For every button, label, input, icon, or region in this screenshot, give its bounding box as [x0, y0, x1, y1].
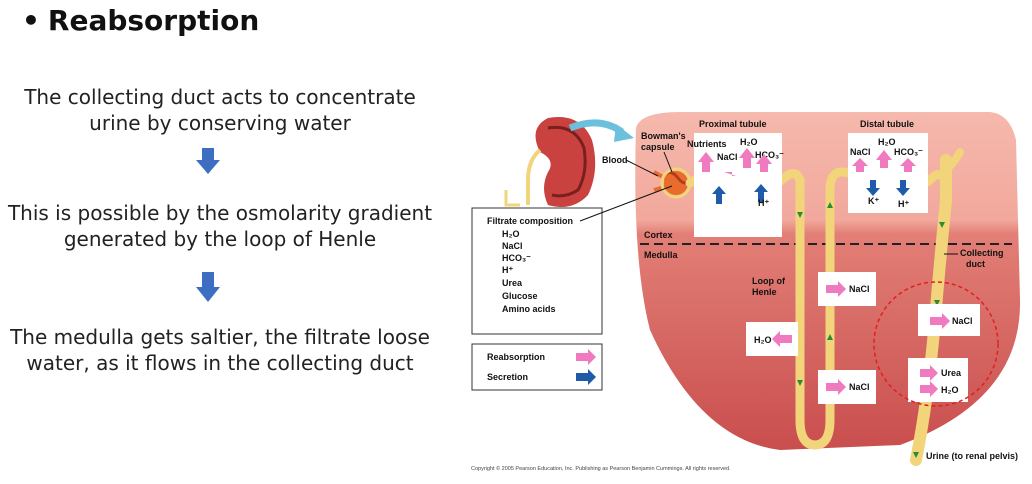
- legend-reabsorption-label: Reabsorption: [487, 352, 545, 362]
- paragraph-1-line-1: The collecting duct acts to concentrate: [24, 85, 416, 109]
- urine-label: Urine (to renal pelvis): [926, 451, 1018, 461]
- proximal-tubule-box: [694, 133, 782, 237]
- blood-pointer-line: [625, 159, 659, 177]
- proximal-nutrients-label: Nutrients: [687, 139, 727, 149]
- legend-box: [471, 343, 603, 391]
- proximal-tubule-label: Proximal tubule: [699, 119, 767, 129]
- filtrate-title: Filtrate composition: [487, 216, 573, 226]
- blood-label: Blood: [602, 155, 628, 165]
- filtrate-item: Amino acids: [502, 304, 556, 314]
- paragraph-3-line-1: The medulla gets saltier, the filtrate l…: [10, 325, 430, 349]
- reabsorption-arrow-icon: [920, 365, 938, 381]
- distal-nacl-label: NaCl: [850, 147, 871, 157]
- medulla-label: Medulla: [644, 250, 678, 260]
- loop-h2o-label: H₂O: [754, 335, 772, 345]
- reabsorption-arrow-icon: [772, 331, 792, 347]
- proximal-h2o-label: H₂O: [740, 137, 758, 147]
- glomerulus-icon: [653, 167, 692, 199]
- reabsorption-arrow-icons: [852, 150, 916, 172]
- reabsorption-arrow-icon: [826, 281, 846, 297]
- paragraph-1-line-2: urine by conserving water: [89, 111, 351, 135]
- bowmans-capsule-label: Bowman's capsule: [641, 131, 688, 152]
- filtrate-item: NaCl: [502, 241, 523, 251]
- proximal-nacl-label: NaCl: [717, 152, 738, 162]
- bowmans-pointer-line: [663, 151, 673, 173]
- down-arrow-icon: [196, 148, 220, 174]
- filtrate-item: Glucose: [502, 291, 538, 301]
- filtrate-composition-box: [471, 207, 603, 335]
- filtrate-item: HCO₃⁻: [502, 253, 531, 263]
- loop-nacl-top-label: NaCl: [849, 284, 870, 294]
- legend-secretion-arrow-icon: [576, 369, 596, 385]
- loop-nacl-bottom-label: NaCl: [849, 382, 870, 392]
- paragraph-3-line-2: water, as it flows in the collecting duc…: [26, 351, 414, 375]
- collecting-duct-label: Collecting duct: [960, 248, 1006, 269]
- duct-branch-path: [942, 148, 964, 174]
- loop-of-henle-label: Loop of Henle: [752, 276, 788, 297]
- duct-nacl-label: NaCl: [952, 316, 973, 326]
- slide-title-text: Reabsorption: [47, 4, 260, 37]
- paragraph-2-line-2: generated by the loop of Henle: [63, 227, 377, 251]
- filtrate-item: H₂O: [502, 229, 520, 239]
- paragraph-1: The collecting duct acts to concentrate …: [0, 84, 450, 136]
- distal-h2o-label: H₂O: [878, 137, 896, 147]
- distal-k-plus-label: K⁺: [868, 196, 879, 206]
- paragraph-3: The medulla gets saltier, the filtrate l…: [0, 324, 450, 376]
- filtrate-item: H⁺: [502, 265, 513, 275]
- filtrate-pointer-line: [579, 185, 673, 222]
- legend-secretion-label: Secretion: [487, 372, 528, 382]
- proximal-hco3-label: HCO₃⁻: [755, 150, 784, 160]
- cortex-label: Cortex: [644, 230, 673, 240]
- down-arrow-icon: [196, 272, 220, 302]
- reabsorption-arrow-icon: [826, 379, 846, 395]
- secretion-arrow-icons: [866, 180, 910, 196]
- distal-h-plus-label: H⁺: [898, 199, 909, 209]
- zoom-arrow-head-icon: [614, 124, 634, 142]
- proximal-h-plus-label: H⁺: [758, 198, 769, 208]
- bullet: •: [22, 4, 40, 37]
- copyright-text: Copyright © 2005 Pearson Education, Inc.…: [471, 465, 731, 472]
- distal-hco3-label: HCO₃⁻: [894, 147, 923, 157]
- reabsorption-arrow-icon: [930, 313, 950, 329]
- kidney-icon: [504, 116, 596, 208]
- legend-reabsorption-arrow-icon: [576, 349, 596, 365]
- distal-tubule-label: Distal tubule: [860, 119, 914, 129]
- paragraph-2: This is possible by the osmolarity gradi…: [0, 200, 450, 252]
- reabsorption-arrow-icons: [698, 148, 772, 176]
- duct-h2o-label: H₂O: [941, 385, 959, 395]
- secretion-arrow-icons: [712, 184, 768, 204]
- duct-urea-label: Urea: [941, 368, 962, 378]
- distal-tubule-box: [848, 133, 928, 213]
- paragraph-2-line-1: This is possible by the osmolarity gradi…: [7, 201, 433, 225]
- highlight-circle: [873, 281, 999, 407]
- duct-urea-h2o-box: [908, 358, 968, 402]
- slide-title: •Reabsorption: [22, 4, 259, 37]
- reabsorption-arrow-icon: [920, 381, 938, 397]
- filtrate-item: Urea: [502, 278, 523, 288]
